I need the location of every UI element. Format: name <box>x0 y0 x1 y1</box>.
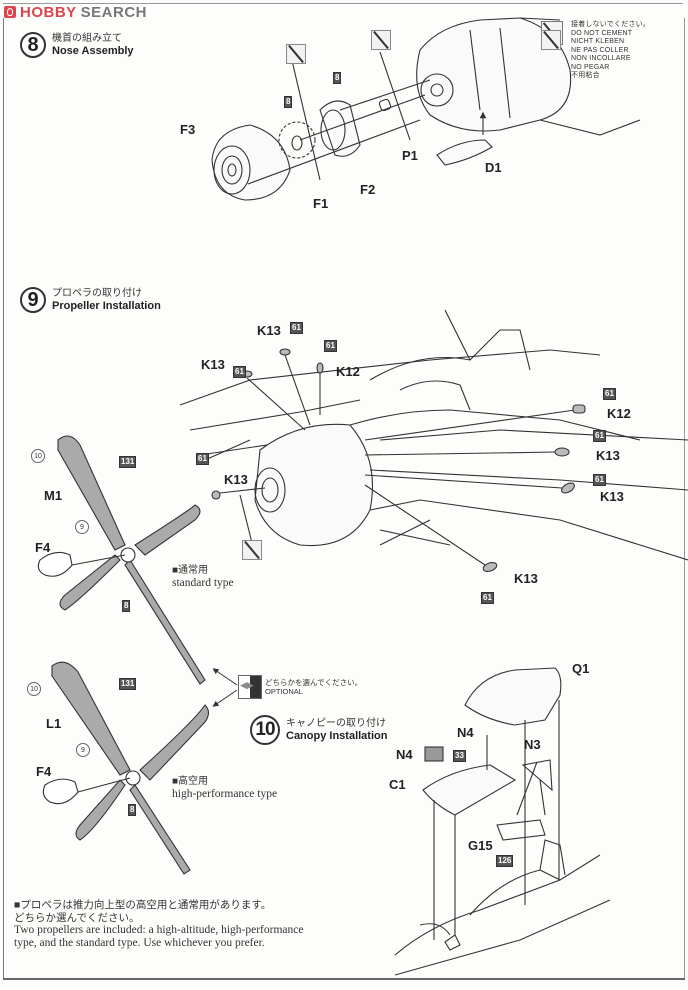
footnote-en-line: Two propellers are included: a high-alti… <box>14 924 304 936</box>
step-title-jp: 機首の組み立て <box>52 32 122 44</box>
part-label-c1: C1 <box>389 777 406 792</box>
paint-circle-10: 10 <box>27 682 41 696</box>
color-tag-8: 8 <box>128 804 137 816</box>
step8-drawing <box>211 17 641 201</box>
step-title-en: Nose Assembly <box>52 44 134 57</box>
step-title-en: Propeller Installation <box>52 299 161 312</box>
part-label-f4: F4 <box>35 540 51 555</box>
no-cement-icon <box>286 44 306 64</box>
part-label-g15: G15 <box>468 838 493 853</box>
part-label-k13: K13 <box>596 448 620 463</box>
flame-logo-icon <box>4 6 16 18</box>
color-tag-61: 61 <box>196 453 209 465</box>
part-label-k12: K12 <box>607 406 631 421</box>
color-tag-61: 61 <box>593 474 606 486</box>
part-label-k13: K13 <box>600 489 624 504</box>
step-8-header: 8 機首の組み立て Nose Assembly <box>20 32 134 58</box>
part-label-q1: Q1 <box>572 661 590 676</box>
step-9-header: 9 プロペラの取り付け Propeller Installation <box>20 287 161 313</box>
color-tag-61: 61 <box>481 592 494 604</box>
part-label-n4: N4 <box>396 747 413 762</box>
step-number: 8 <box>20 32 46 58</box>
no-cement-icon <box>242 540 262 560</box>
footnote-jp-line: どちらか選んでください。 <box>14 911 140 924</box>
logo-brand: HOBBY <box>20 3 77 21</box>
step-title-en: Canopy Installation <box>286 729 388 742</box>
color-tag-126: 126 <box>496 855 514 867</box>
step9-fuselage-drawing <box>179 309 688 573</box>
frame-border-top <box>3 3 683 4</box>
warning-line: 接着しないでください。 <box>571 21 650 28</box>
part-label-f4: F4 <box>36 764 52 779</box>
paint-circle-9: 9 <box>76 743 90 757</box>
optional-jp: どちらかを選んでください。 <box>265 678 363 687</box>
color-tag-61: 61 <box>593 430 606 442</box>
color-tag-131: 131 <box>119 678 137 690</box>
step-number: 10 <box>250 715 280 745</box>
high-performance-type-en: high-performance type <box>172 788 278 800</box>
step-title-jp: プロペラの取り付け <box>52 287 142 299</box>
color-tag-8: 8 <box>284 96 293 108</box>
optional-choice-icon <box>238 675 262 699</box>
frame-border-bottom <box>3 978 685 980</box>
part-label-k13: K13 <box>514 571 538 586</box>
warning-line: NON INCOLLARE <box>571 55 631 62</box>
high-performance-type-note: ■高空用 high-performance type <box>172 775 277 801</box>
part-label-k13: K13 <box>201 357 225 372</box>
part-label-p1: P1 <box>402 148 418 163</box>
color-tag-61: 61 <box>233 366 246 378</box>
frame-border-right <box>684 18 685 978</box>
part-label-l1: L1 <box>46 716 62 731</box>
color-tag-61: 61 <box>290 322 303 334</box>
optional-legend: どちらかを選んでください。 OPTIONAL <box>238 675 362 699</box>
warning-line: NO PEGAR <box>571 63 610 71</box>
part-label-n3: N3 <box>524 737 541 752</box>
footnote-en-line: type, and the standard type. Use whichev… <box>14 937 265 949</box>
step-title-jp: キャノピーの取り付け <box>286 717 386 729</box>
hobby-search-logo: HOBBY SEARCH <box>4 3 148 21</box>
standard-type-en: standard type <box>172 577 234 589</box>
warning-line: NICHT KLEBEN <box>571 38 625 45</box>
high-performance-type-jp: ■高空用 <box>172 776 209 787</box>
optional-en: OPTIONAL <box>265 687 303 696</box>
part-label-f2: F2 <box>360 182 376 197</box>
warning-line: 不用粘合 <box>571 72 600 79</box>
color-tag-61: 61 <box>603 388 616 400</box>
part-label-f3: F3 <box>180 122 196 137</box>
no-cement-icon <box>371 30 391 50</box>
part-label-f1: F1 <box>313 196 329 211</box>
step-10-header: 10 キャノピーの取り付け Canopy Installation <box>250 715 387 745</box>
standard-propeller-drawing <box>37 435 206 685</box>
step-number: 9 <box>20 287 46 313</box>
part-label-k13: K13 <box>257 323 281 338</box>
color-tag-8: 8 <box>122 600 131 612</box>
standard-type-jp: ■通常用 <box>172 565 209 576</box>
part-label-d1: D1 <box>485 160 502 175</box>
part-label-m1: M1 <box>44 488 63 503</box>
footnote-jp-line: ■プロペラは推力向上型の高空用と通常用があります。 <box>14 899 272 911</box>
step10-drawing <box>394 667 611 976</box>
frame-border-left <box>3 18 4 978</box>
paint-circle-10: 10 <box>31 449 45 463</box>
high-performance-propeller-drawing <box>42 661 210 875</box>
standard-type-note: ■通常用 standard type <box>172 564 234 590</box>
warning-line: NE PAS COLLER <box>571 46 629 54</box>
color-tag-131: 131 <box>119 456 137 468</box>
logo-suffix: SEARCH <box>80 3 148 21</box>
paint-circle-9: 9 <box>75 520 89 534</box>
part-label-n4: N4 <box>457 725 474 740</box>
part-label-k13: K13 <box>224 472 248 487</box>
propeller-footnote: ■プロペラは推力向上型の高空用と通常用があります。 どちらか選んでください。 T… <box>14 899 303 950</box>
warning-line: DO NOT CEMENT <box>571 29 633 37</box>
color-tag-8: 8 <box>333 72 342 84</box>
color-tag-33: 33 <box>453 750 466 762</box>
part-label-k12: K12 <box>336 364 360 379</box>
color-tag-61: 61 <box>324 340 337 352</box>
no-cement-icon <box>541 30 561 50</box>
